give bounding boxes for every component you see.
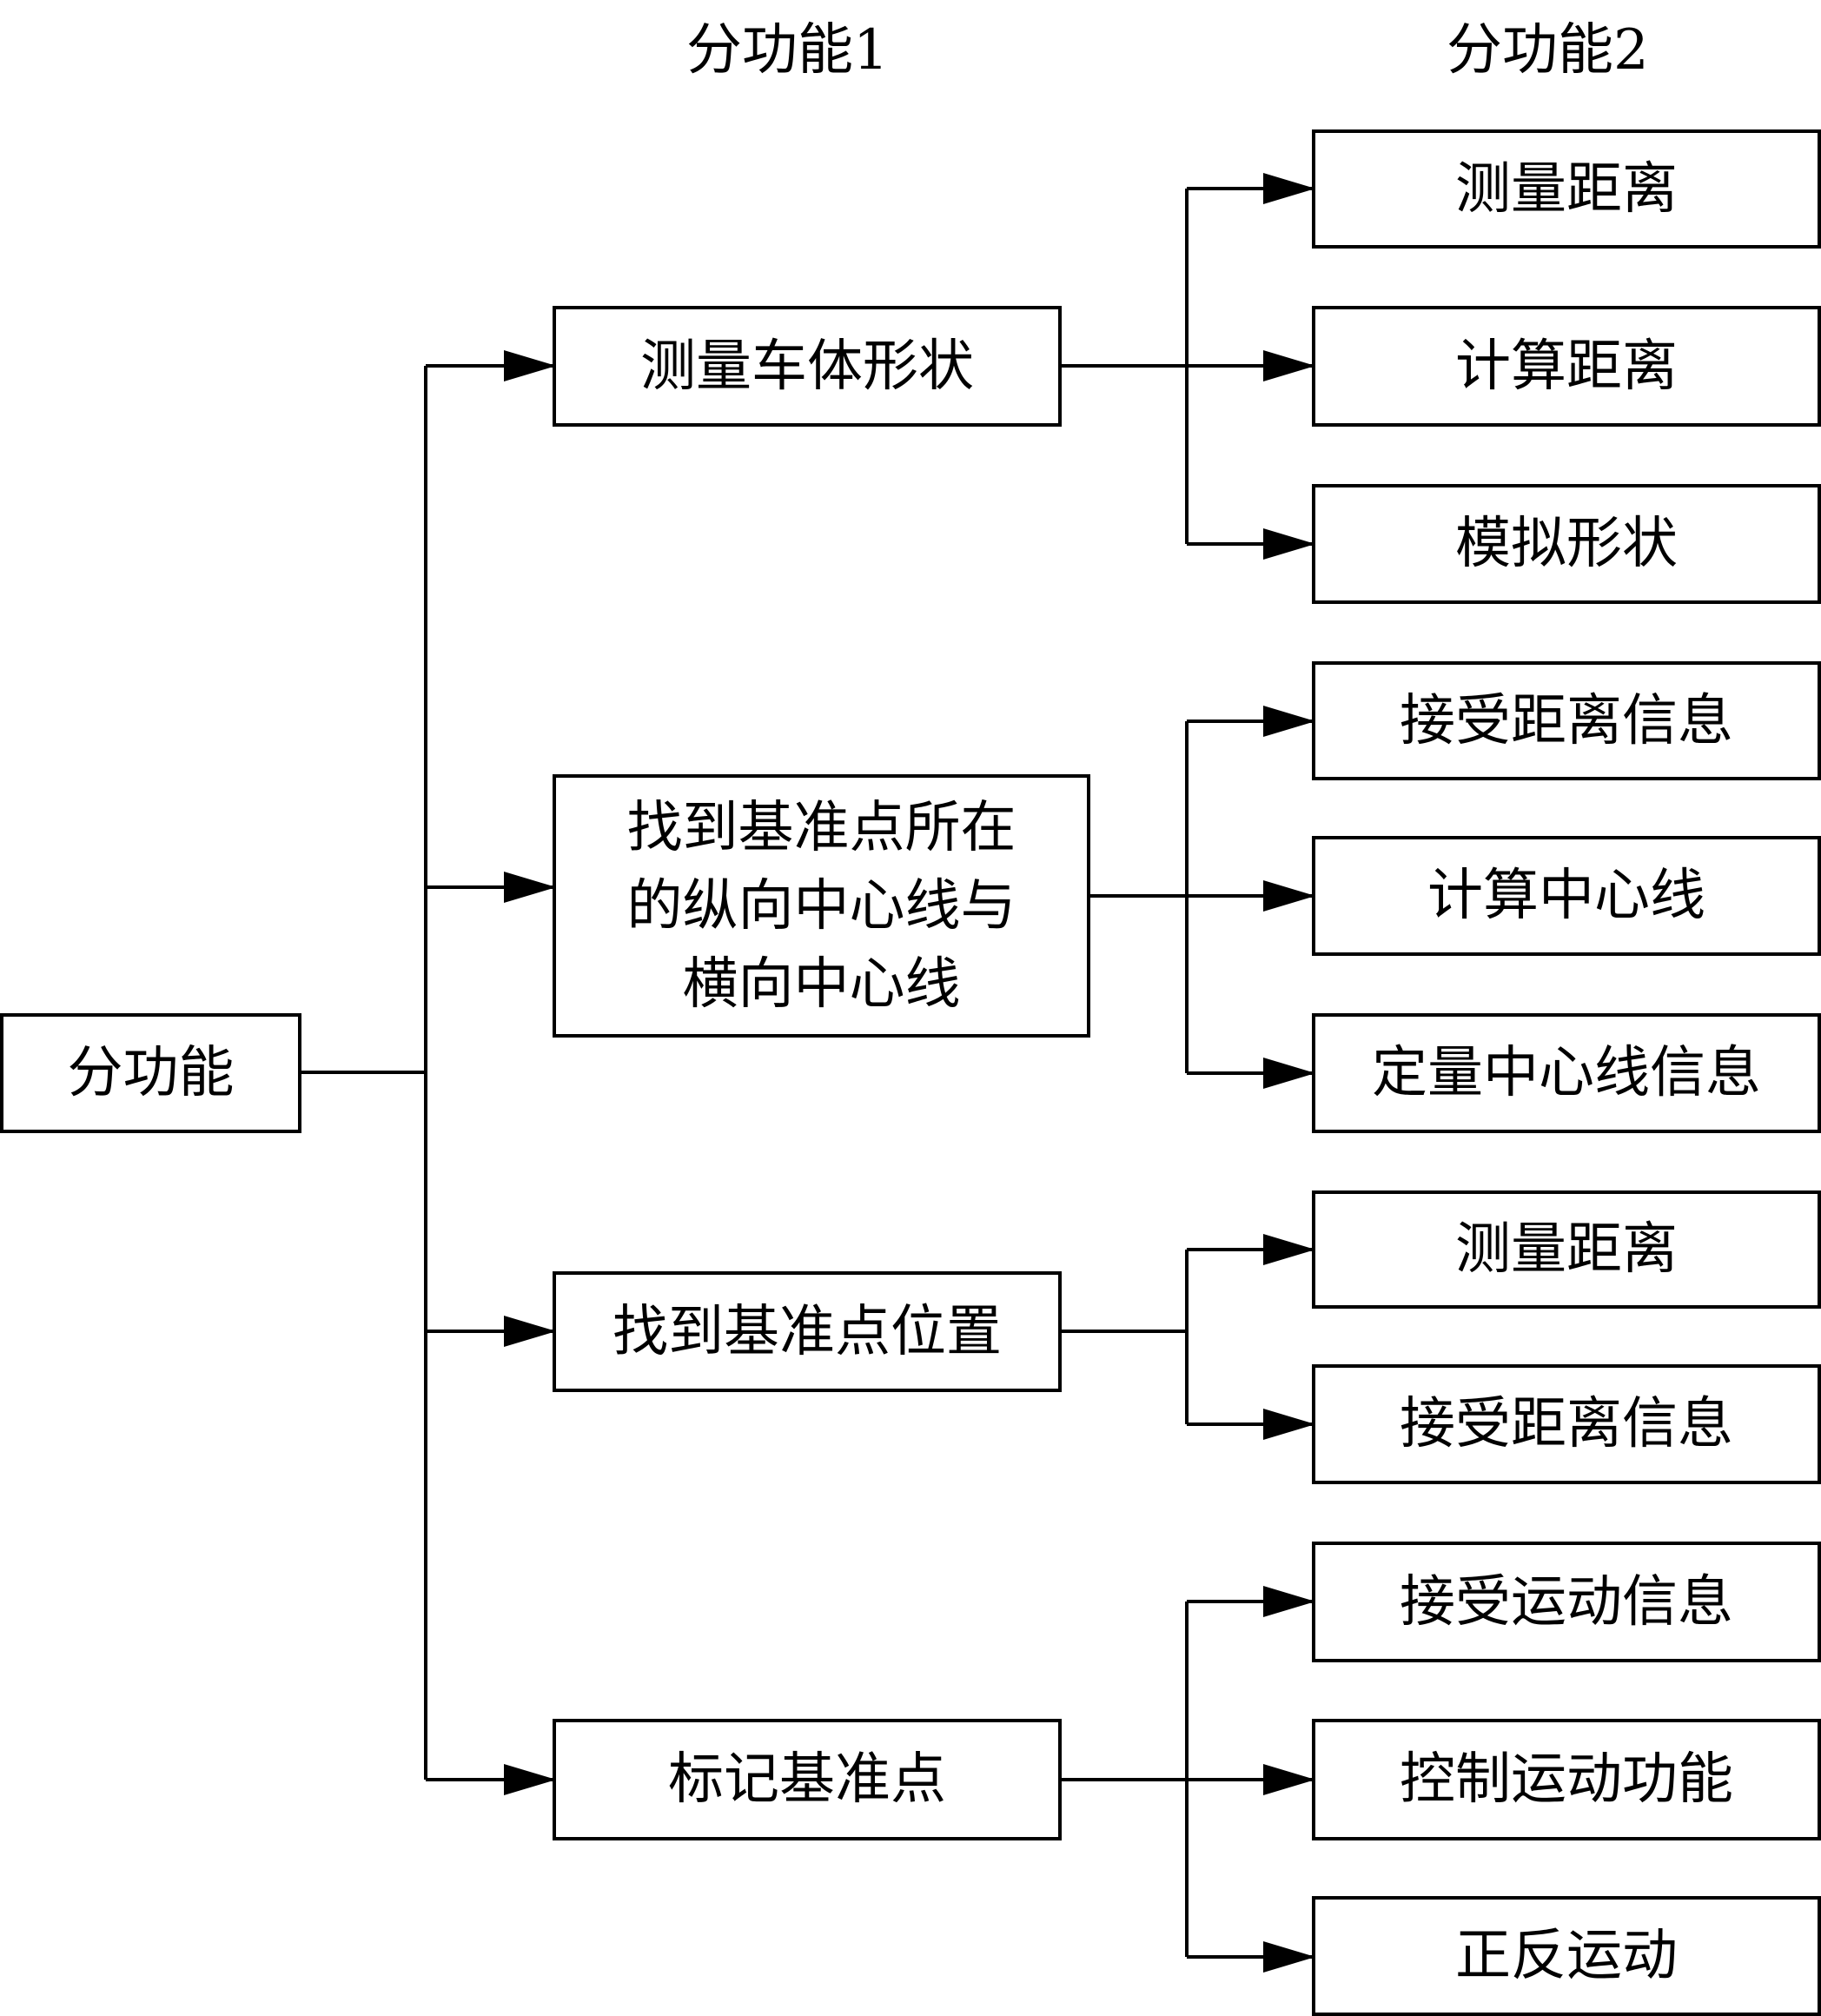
level2-node-9-label: 接受运动信息: [1400, 1569, 1733, 1635]
level1-node-1-label: 测量车体形状: [640, 334, 974, 399]
level2-node-7-label: 测量距离: [1455, 1217, 1678, 1282]
level2-node-5: 计算中心线: [1312, 836, 1821, 956]
level2-node-6: 定量中心线信息: [1312, 1013, 1821, 1133]
level1-node-3: 找到基准点位置: [553, 1271, 1062, 1392]
level2-node-2: 计算距离: [1312, 306, 1821, 427]
level2-node-4: 接受距离信息: [1312, 661, 1821, 780]
level2-node-10-label: 控制运动功能: [1400, 1747, 1733, 1812]
level2-node-8: 接受距离信息: [1312, 1364, 1821, 1484]
level2-node-9: 接受运动信息: [1312, 1542, 1821, 1662]
level2-node-6-label: 定量中心线信息: [1372, 1041, 1761, 1105]
level1-node-1: 测量车体形状: [553, 306, 1062, 427]
level2-node-5-label: 计算中心线: [1427, 864, 1705, 928]
level2-node-11-label: 正反运动: [1455, 1924, 1678, 1988]
level2-node-8-label: 接受距离信息: [1400, 1392, 1733, 1456]
level1-column-header: 分功能1: [686, 18, 889, 83]
level2-node-3-label: 模拟形状: [1455, 512, 1678, 576]
root-node-label: 分功能: [67, 1041, 235, 1105]
level1-node-3-label: 找到基准点位置: [613, 1299, 1002, 1364]
level1-node-2: 找到基准点所在 的纵向中心线与 横向中心线: [553, 774, 1090, 1038]
level2-node-11: 正反运动: [1312, 1896, 1821, 2016]
level1-node-4-label: 标记基准点: [668, 1747, 946, 1812]
level2-node-4-label: 接受距离信息: [1400, 688, 1733, 753]
level1-node-2-line-1: 找到基准点所在: [626, 795, 1016, 860]
level1-node-2-line-2: 的纵向中心线与: [626, 873, 1016, 938]
level2-node-1-label: 测量距离: [1455, 156, 1678, 222]
level2-node-3: 模拟形状: [1312, 484, 1821, 604]
root-node: 分功能: [0, 1013, 301, 1133]
level2-node-2-label: 计算距离: [1455, 334, 1678, 399]
level2-node-10: 控制运动功能: [1312, 1719, 1821, 1840]
level1-node-4: 标记基准点: [553, 1719, 1062, 1840]
level2-node-1: 测量距离: [1312, 129, 1821, 249]
level1-node-2-line-3: 横向中心线: [682, 952, 961, 1017]
level2-node-7: 测量距离: [1312, 1190, 1821, 1309]
level2-column-header: 分功能2: [1447, 18, 1649, 83]
